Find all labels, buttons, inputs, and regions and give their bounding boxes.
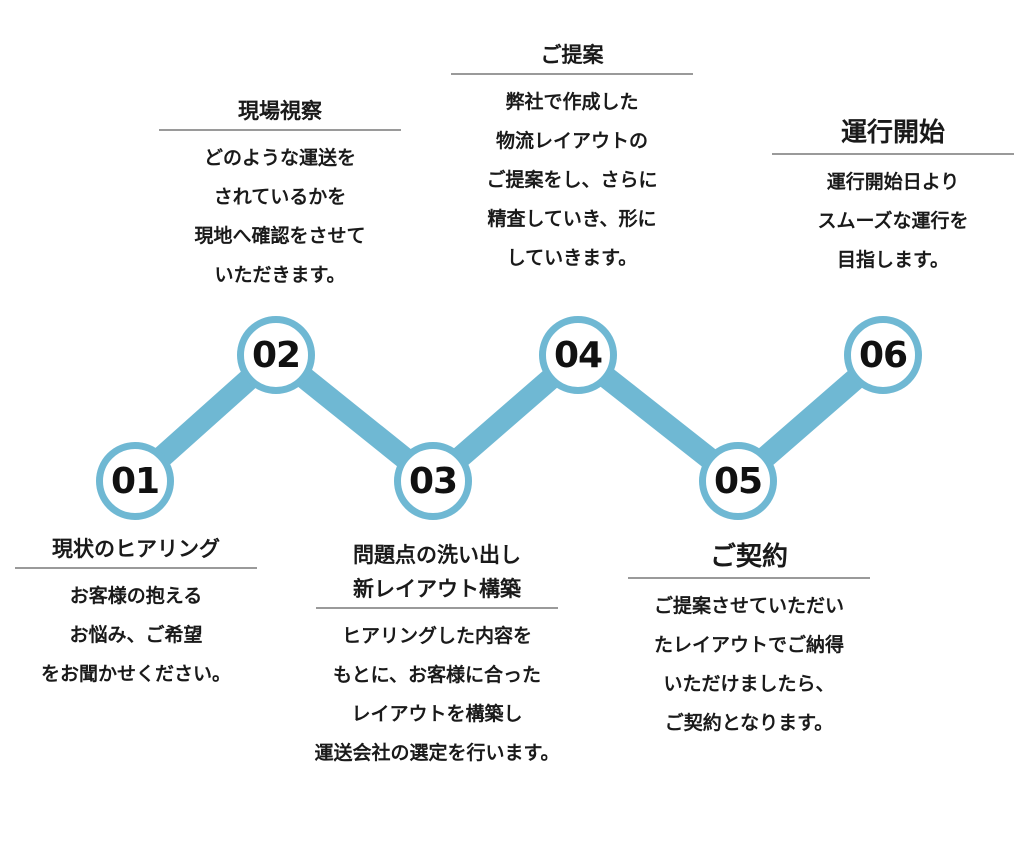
- step-05-body-line: いただけましたら、: [663, 673, 835, 695]
- step-06-body-line: スムーズな運行を: [817, 210, 969, 232]
- step-03-body-line: もとに、お客様に合った: [332, 664, 542, 686]
- step-03-title: 問題点の洗い出し: [353, 543, 521, 567]
- step-02-title: 現場視察: [238, 99, 322, 123]
- step-06-title: 運行開始: [840, 118, 945, 148]
- step-05-body-line: たレイアウトでご納得: [653, 634, 844, 656]
- step-03-block: 問題点の洗い出し 新レイアウト構築 ヒアリングした内容を もとに、お客様に合った…: [280, 540, 594, 773]
- step-03-divider: [316, 607, 558, 609]
- step-02-body-line: どのような運送を: [203, 147, 356, 169]
- step-02-body-line: いただきます。: [214, 264, 346, 286]
- step-01-title: 現状のヒアリング: [52, 537, 220, 561]
- step-01-body-line: をお聞かせください。: [40, 663, 231, 685]
- step-05-body-line: ご提案させていただい: [653, 595, 844, 617]
- step-01-body-line: お客様の抱える: [69, 585, 203, 607]
- step-01-block: 現状のヒアリング お客様の抱える お悩み、ご希望 をお聞かせください。: [8, 534, 264, 694]
- step-04-body-line: 物流レイアウトの: [495, 130, 648, 152]
- step-05-block: ご契約 ご提案させていただい たレイアウトでご納得 いただけましたら、 ご契約と…: [618, 540, 880, 743]
- step-03-body-line: ヒアリングした内容を: [341, 625, 532, 647]
- step-05-title: ご契約: [709, 542, 788, 572]
- step-04-body-line: 弊社で作成した: [505, 91, 639, 113]
- step-02-divider: [159, 129, 401, 131]
- step-01-body-line: お悩み、ご希望: [69, 624, 203, 646]
- step-02-block: 現場視察 どのような運送を されているかを 現地へ確認をさせて いただきます。: [156, 96, 404, 295]
- step-04-body-line: ご提案をし、さらに: [486, 169, 658, 191]
- step-04-divider: [451, 73, 693, 75]
- step-05-divider: [628, 577, 870, 579]
- step-02-circle: 02: [237, 316, 315, 394]
- step-04-body-line: 精査していき、形に: [487, 208, 657, 230]
- step-02-body-line: 現地へ確認をさせて: [194, 225, 366, 247]
- step-01-divider: [15, 567, 257, 569]
- step-03-body-line: 運送会社の選定を行います。: [314, 742, 560, 764]
- step-06-circle: 06: [844, 316, 922, 394]
- step-05-circle: 05: [699, 442, 777, 520]
- step-02-body-line: されているかを: [213, 186, 347, 208]
- step-04-title: ご提案: [540, 43, 604, 67]
- step-04-circle: 04: [539, 316, 617, 394]
- step-03-subtitle: 新レイアウト構築: [353, 577, 521, 601]
- step-06-body-line: 目指します。: [836, 249, 950, 271]
- step-06-body-line: 運行開始日より: [826, 171, 960, 193]
- step-03-body-line: レイアウトを構築し: [351, 703, 523, 725]
- step-06-divider: [772, 153, 1014, 155]
- step-04-block: ご提案 弊社で作成した 物流レイアウトの ご提案をし、さらに 精査していき、形に…: [440, 40, 704, 278]
- step-05-body-line: ご契約となります。: [664, 712, 834, 734]
- step-04-body-line: していきます。: [506, 247, 638, 269]
- step-06-block: 運行開始 運行開始日より スムーズな運行を 目指します。: [768, 116, 1018, 280]
- step-01-circle: 01: [96, 442, 174, 520]
- step-03-circle: 03: [394, 442, 472, 520]
